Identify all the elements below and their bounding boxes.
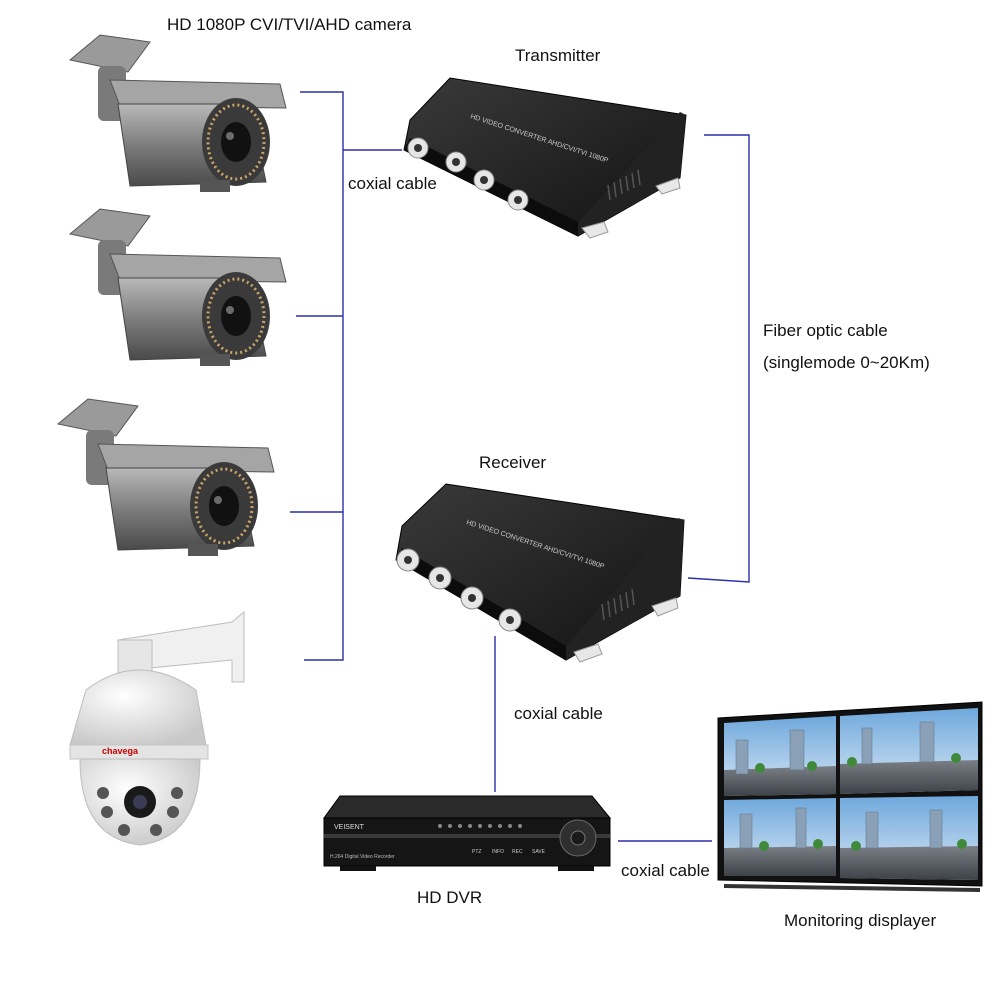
bnc-connector-row [407, 137, 529, 211]
monitor-label: Monitoring displayer [784, 911, 937, 930]
bullet-camera-3 [56, 398, 275, 556]
fiber-label-line2: (singlemode 0~20Km) [763, 353, 930, 372]
dome-brand-text: chavega [102, 746, 139, 756]
dvr-button-ptz: PTZ [472, 849, 481, 855]
speed-dome-camera: chavega [69, 610, 245, 846]
receiver-device: HD VIDEO CONVERTER AHD/CVI/TVI 1080P [395, 483, 685, 663]
monitor-quad-view [724, 708, 978, 880]
fiber-optic-cable [687, 134, 750, 583]
camera-title: HD 1080P CVI/TVI/AHD camera [167, 15, 412, 34]
coax-label-bottom: coxial cable [621, 861, 710, 880]
transmitter-device: HD VIDEO CONVERTER AHD/CVI/TVI 1080P [403, 77, 687, 239]
coax-label-top: coxial cable [348, 174, 437, 193]
transmitter-label: Transmitter [515, 46, 601, 65]
bullet-camera-1 [68, 34, 287, 192]
dvr-button-save: SAVE [532, 849, 546, 855]
bnc-connector-row [396, 548, 522, 632]
bullet-camera-2 [68, 208, 287, 366]
dvr-button-rec: REC [512, 849, 523, 855]
monitoring-displayer [717, 701, 983, 892]
fiber-label-line1: Fiber optic cable [763, 321, 888, 340]
dvr-model-text: H.264 Digital Video Recorder [330, 854, 395, 860]
dvr-label: HD DVR [417, 888, 483, 907]
dvr-button-info: INFO [492, 849, 504, 855]
coax-label-mid: coxial cable [514, 704, 603, 723]
dvr-brand-text: VEISENT [334, 824, 365, 831]
coax-bus-cameras [290, 91, 402, 661]
hd-dvr-device: VEISENT H.264 Digital Video Recorder PTZ… [323, 795, 612, 871]
receiver-label: Receiver [479, 453, 547, 472]
